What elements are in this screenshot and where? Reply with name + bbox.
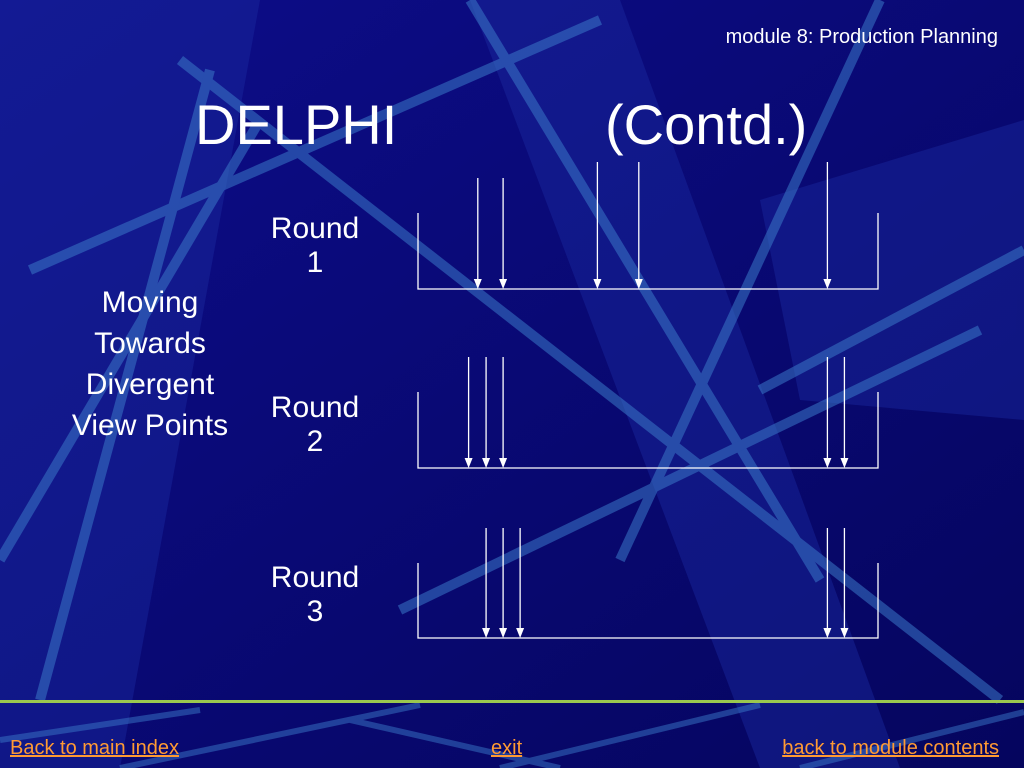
round-3-arrow-head (499, 628, 508, 638)
round-1-arrow-head (634, 279, 643, 289)
round-3-label: Round 3 (260, 561, 370, 629)
round-2-arrow-head (499, 458, 508, 468)
footer-divider (0, 700, 1024, 703)
round-1-scale (417, 213, 879, 290)
round-3-arrow-head (482, 628, 491, 638)
page-title-contd: (Contd.) (605, 93, 808, 156)
page-title: DELPHI (195, 93, 398, 156)
round-3-scale (417, 563, 879, 639)
round-2-scale (417, 392, 879, 469)
back-to-main-index-link[interactable]: Back to main index (10, 737, 179, 759)
round-label-number: 3 (306, 595, 324, 628)
side-caption: Moving Towards Divergent View Points (55, 282, 245, 446)
round-1-arrow-head (499, 279, 508, 289)
round-2-label: Round 2 (260, 391, 370, 459)
round-3-arrow-head (840, 628, 849, 638)
side-caption-line: Towards (94, 327, 206, 360)
round-1-arrow-head (823, 279, 832, 289)
round-2-arrow-head (840, 458, 849, 468)
side-caption-line: Moving (101, 286, 199, 319)
module-label: module 8: Production Planning (725, 26, 998, 48)
round-label-word: Round (270, 212, 360, 245)
round-1-arrow-head (473, 279, 482, 289)
round-2-arrow-head (823, 458, 832, 468)
side-caption-line: Divergent (85, 368, 215, 401)
exit-link[interactable]: exit (491, 737, 523, 759)
round-label-number: 2 (306, 425, 324, 458)
round-3-arrow-head (823, 628, 832, 638)
round-1-label: Round 1 (260, 212, 370, 280)
side-caption-line: View Points (71, 409, 229, 442)
round-1-arrow-head (593, 279, 602, 289)
round-3-arrow-head (516, 628, 525, 638)
round-label-number: 1 (306, 246, 324, 279)
round-label-word: Round (270, 561, 360, 594)
round-label-word: Round (270, 391, 360, 424)
back-to-module-contents-link[interactable]: back to module contents (782, 737, 999, 759)
round-2-arrow-head (482, 458, 491, 468)
round-2-arrow-head (464, 458, 473, 468)
